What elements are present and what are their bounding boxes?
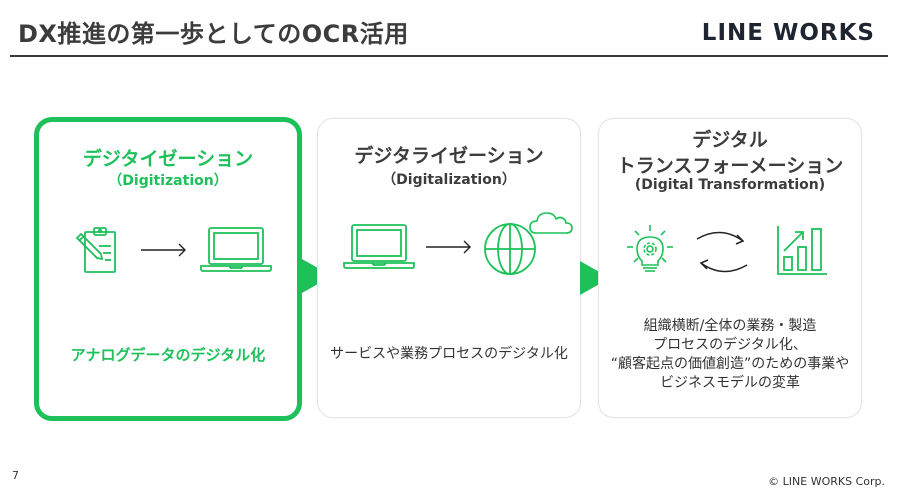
card-subtitle: (Digital Transformation) [634,177,826,193]
laptop-icon [199,226,273,274]
page-number: 7 [12,469,19,482]
card-description: サービスや業務プロセスのデジタル化 [330,346,568,362]
cloud-icon [528,209,574,237]
card-description-line: プロセスのデジタル化、 [653,337,807,353]
header-divider [10,55,888,57]
clipboard-pen-icon [73,224,125,276]
card-description-line: 組織横断/全体の業務・製造 [643,318,817,334]
arrow-right-icon [424,239,474,255]
card-title: デジタル トランスフォーメーション [599,127,861,179]
copyright-notice: © LINE WORKS Corp. [768,475,885,488]
page-title: DX推進の第一歩としてのOCR活用 [18,20,409,48]
cycle-arrows-icon [693,227,751,277]
arrow-right-icon [139,242,189,258]
card-description-line: “顧客起点の価値創造”のための事業や [610,356,850,372]
card-title-line: トランスフォーメーション [616,155,844,177]
card-digital-transformation: デジタル トランスフォーメーション (Digital Transformatio… [598,118,862,418]
card-subtitle: （Digitization） [108,173,228,189]
growth-chart-icon [775,223,829,277]
card-digitalization: デジタライゼーション （Digitalization） サービスや業務プロセス [317,118,581,418]
card-title-line: デジタル [692,129,768,151]
card-description: 組織横断/全体の業務・製造 プロセスのデジタル化、 “顧客起点の価値創造”のため… [599,317,861,393]
card-description: アナログデータのデジタル化 [70,346,266,364]
card-subtitle: （Digitalization） [382,172,516,188]
globe-icon [482,221,538,277]
card-description-line: ビジネスモデルの変革 [660,375,800,391]
card-digitization: デジタイゼーション （Digitization） アナログデータのデ [34,117,302,421]
lightbulb-gear-icon [625,223,675,279]
line-works-logo: LINE WORKS [701,20,875,46]
card-title: デジタイゼーション [82,148,254,170]
card-title: デジタライゼーション [354,145,544,167]
laptop-icon [342,223,416,271]
